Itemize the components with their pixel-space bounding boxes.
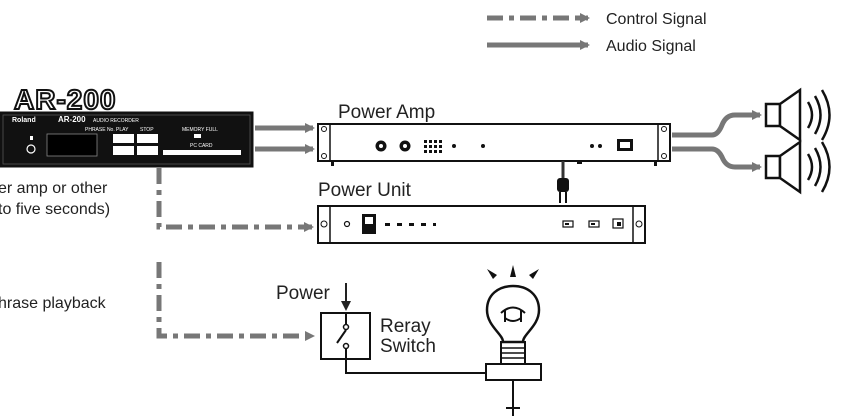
up-button xyxy=(137,146,158,155)
power-input-label: Power xyxy=(276,283,331,304)
recorder-panel-subtitle: AUDIO RECORDER xyxy=(93,118,139,124)
control-line-power-unit xyxy=(156,168,314,232)
note-power-amp-line1: er amp or other xyxy=(0,180,108,197)
audio-line-speaker-upper xyxy=(672,110,762,138)
note-power-amp-line2: to five seconds) xyxy=(0,201,110,218)
legend: Control Signal Audio Signal xyxy=(487,11,707,55)
stop-label: STOP xyxy=(140,127,154,133)
recorder-panel-model: AR-200 xyxy=(58,115,86,124)
memory-full-led xyxy=(194,134,201,138)
legend-audio-label: Audio Signal xyxy=(606,38,696,55)
lamp-ray-left xyxy=(487,269,497,279)
speaker-upper xyxy=(764,87,831,143)
audio-line-speaker-lower xyxy=(672,146,762,172)
phrase-display xyxy=(46,133,98,157)
amp-meter-leds xyxy=(424,140,442,153)
play-label: PLAY xyxy=(116,127,129,133)
relay-label-line2: Switch xyxy=(380,336,436,357)
power-amp: Power Amp xyxy=(317,102,671,166)
relay-label-line1: Reray xyxy=(380,316,431,337)
headphone-jack xyxy=(26,144,36,154)
speaker-lower xyxy=(764,139,831,195)
ar200-recorder: AR-200 Roland AR-200 AUDIO RECORDER PHRA… xyxy=(0,83,254,168)
relay-to-lamp-wire xyxy=(345,359,487,374)
control-line-relay xyxy=(156,262,315,341)
power-amp-label: Power Amp xyxy=(338,102,435,123)
lamp-bulb xyxy=(485,284,541,344)
lamp xyxy=(485,265,542,416)
legend-control-label: Control Signal xyxy=(606,11,707,28)
memory-full-label: MEMORY FULL xyxy=(182,127,218,133)
pc-card-label: PC CARD xyxy=(190,143,213,149)
power-cord xyxy=(557,161,569,203)
phrase-no-label: PHRASE No. xyxy=(85,127,115,133)
recorder-model-title: AR-200 xyxy=(14,84,116,115)
lamp-socket xyxy=(485,363,542,381)
down-button xyxy=(113,146,134,155)
power-amp-chassis xyxy=(317,123,671,162)
pc-card-slot xyxy=(163,150,241,155)
play-button xyxy=(113,134,134,143)
relay-switch: Reray Switch xyxy=(320,312,436,360)
power-plug xyxy=(557,178,569,192)
stop-button xyxy=(137,134,158,143)
note-phrase-playback: hrase playback xyxy=(0,295,107,312)
lamp-ray-center xyxy=(510,265,516,277)
lamp-ray-right xyxy=(529,269,539,279)
power-unit: Power Unit xyxy=(317,180,646,244)
recorder-brand: Roland xyxy=(12,117,36,124)
power-unit-label: Power Unit xyxy=(318,180,412,201)
